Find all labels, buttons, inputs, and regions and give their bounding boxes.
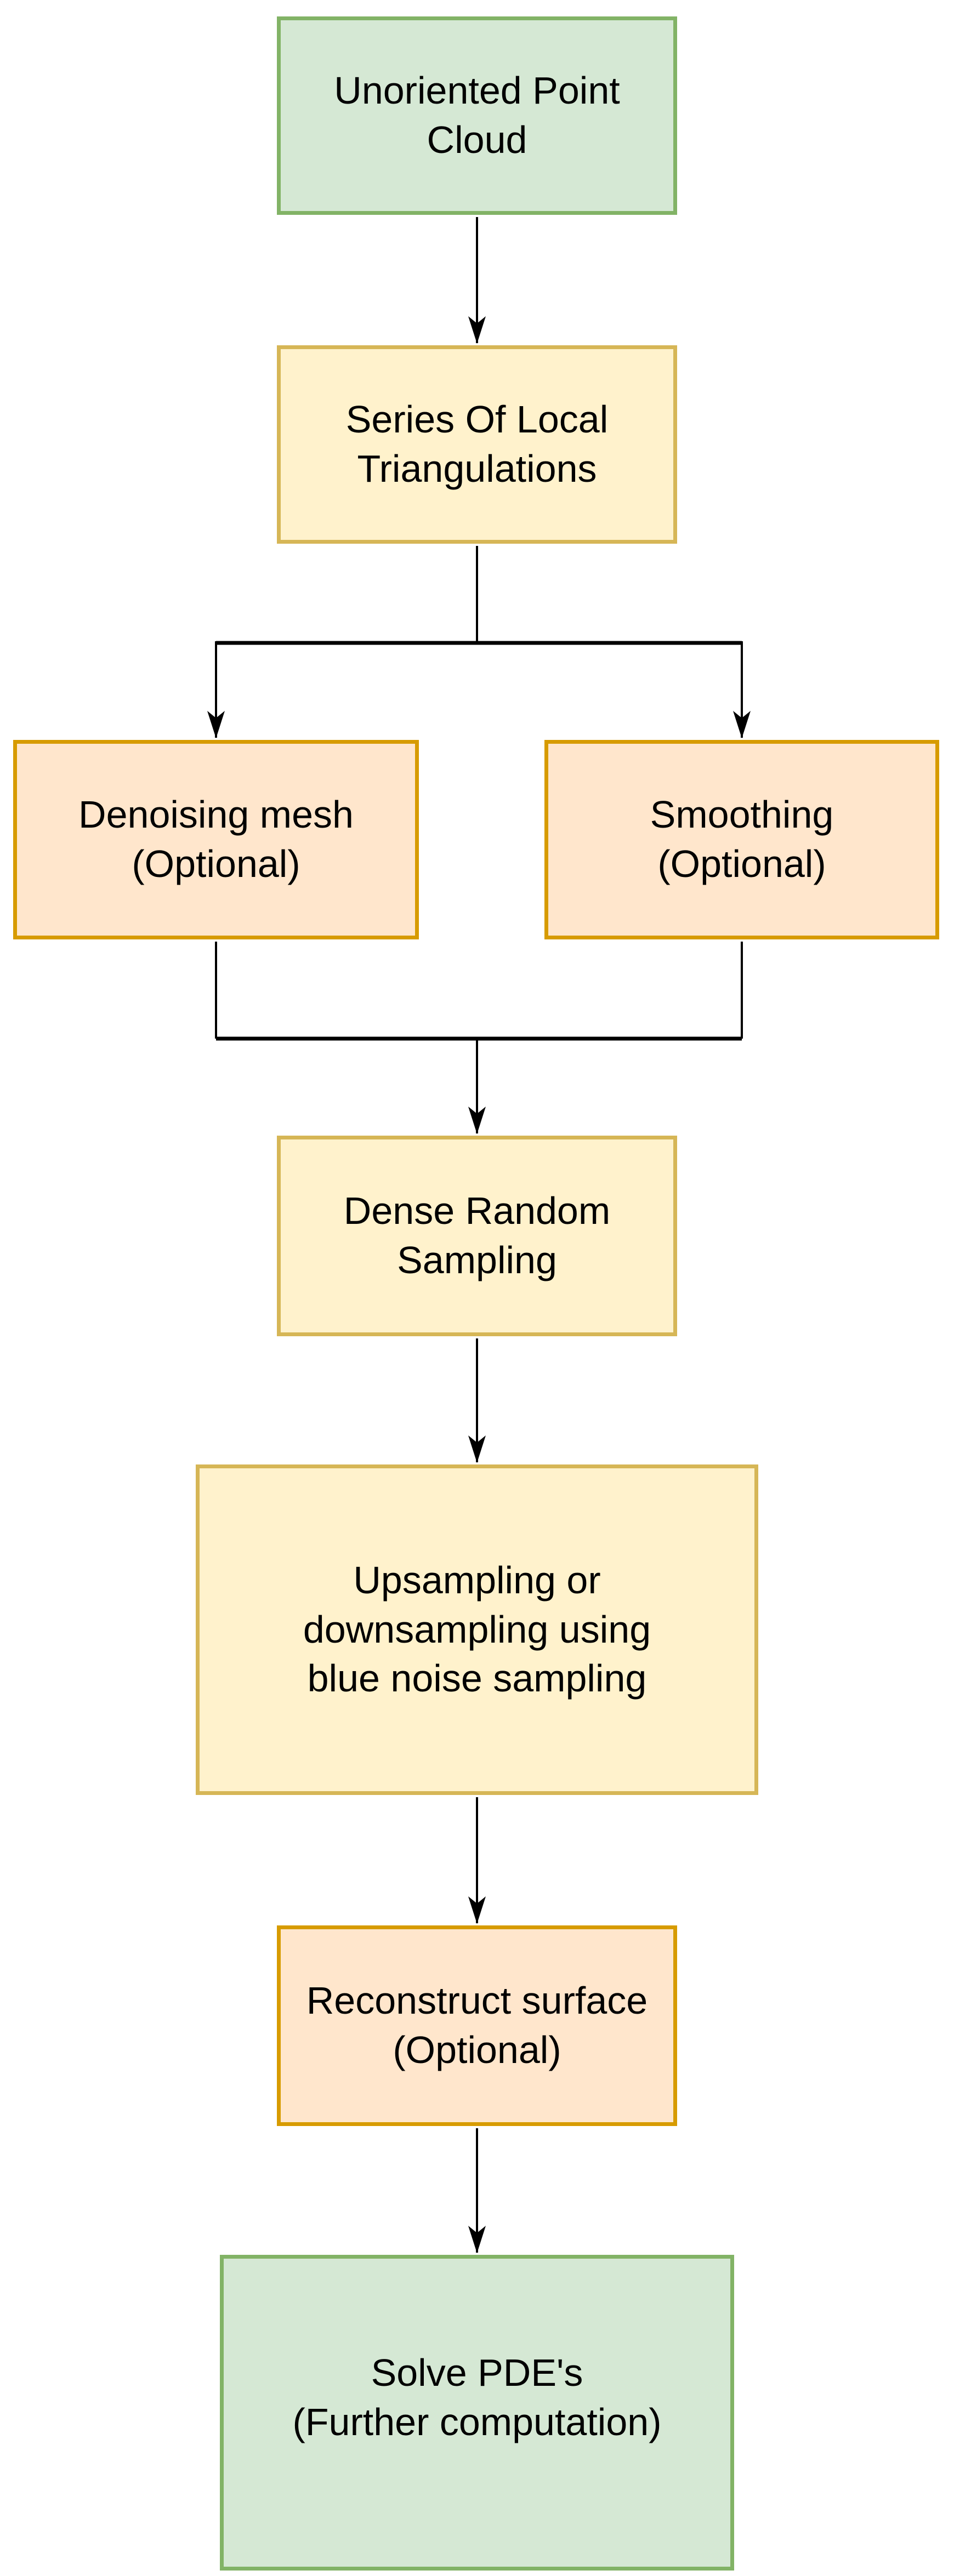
node-label-solve-pdes: Solve PDE's (Further computation)	[292, 2351, 662, 2443]
node-reconstruct-surface: Reconstruct surface (Optional)	[277, 1925, 677, 2126]
node-unoriented-point-cloud: Unoriented Point Cloud	[277, 16, 677, 215]
node-label-series-of-local-triangulations: Series Of Local Triangulations	[345, 398, 609, 490]
node-denoising-mesh: Denoising mesh (Optional)	[13, 740, 419, 939]
node-series-of-local-triangulations: Series Of Local Triangulations	[277, 345, 677, 544]
node-smoothing: Smoothing (Optional)	[544, 740, 939, 939]
node-dense-random-sampling: Dense Random Sampling	[277, 1136, 677, 1336]
node-label-dense-random-sampling: Dense Random Sampling	[343, 1189, 611, 1281]
node-label-blue-noise-sampling: Upsampling or downsampling using blue no…	[303, 1559, 651, 1700]
node-label-denoising-mesh: Denoising mesh (Optional)	[78, 793, 354, 885]
node-label-unoriented-point-cloud: Unoriented Point Cloud	[334, 69, 620, 161]
node-solve-pdes: Solve PDE's (Further computation)	[220, 2255, 734, 2571]
node-label-smoothing: Smoothing (Optional)	[650, 793, 834, 885]
node-blue-noise-sampling: Upsampling or downsampling using blue no…	[196, 1464, 758, 1795]
node-label-reconstruct-surface: Reconstruct surface (Optional)	[306, 1979, 648, 2071]
